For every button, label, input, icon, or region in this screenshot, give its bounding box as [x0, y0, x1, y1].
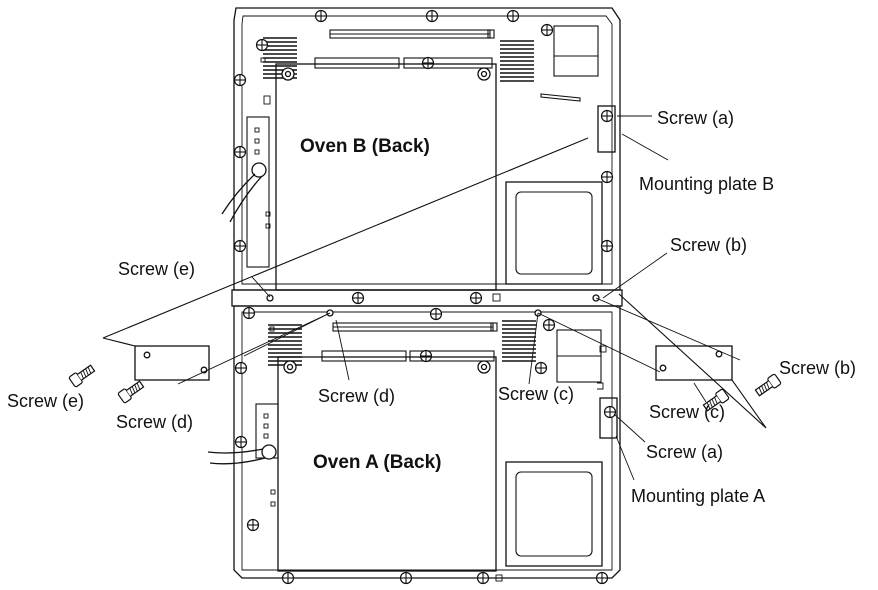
callout-screw-d-left: Screw (d): [116, 412, 193, 432]
separator-rail: [231, 289, 623, 307]
callout-screw-e-top: Screw (e): [118, 259, 195, 279]
callout-labels: Screw (a) Mounting plate B Screw (b) Scr…: [7, 108, 856, 506]
callout-screw-c-mid: Screw (c): [498, 384, 574, 404]
callout-mounting-plate-b: Mounting plate B: [639, 174, 774, 194]
oven-a-unit: Oven A (Back): [207, 305, 621, 585]
callout-screw-a-top: Screw (a): [657, 108, 734, 128]
oven-b-label: Oven B (Back): [300, 136, 430, 157]
callout-screw-b-top: Screw (b): [670, 235, 747, 255]
oven-b-unit: Oven B (Back): [221, 7, 621, 291]
callout-screw-a-bottom: Screw (a): [646, 442, 723, 462]
callout-screw-b-right: Screw (b): [779, 358, 856, 378]
callout-screw-d-mid: Screw (d): [318, 386, 395, 406]
right-detached-plate: [618, 293, 782, 429]
callout-screw-c-right: Screw (c): [649, 402, 725, 422]
callout-mounting-plate-a: Mounting plate A: [631, 486, 765, 506]
callout-screw-e-left: Screw (e): [7, 391, 84, 411]
left-detached-plate: [68, 137, 589, 404]
oven-a-label: Oven A (Back): [313, 452, 441, 473]
leader-lines: [177, 115, 741, 481]
